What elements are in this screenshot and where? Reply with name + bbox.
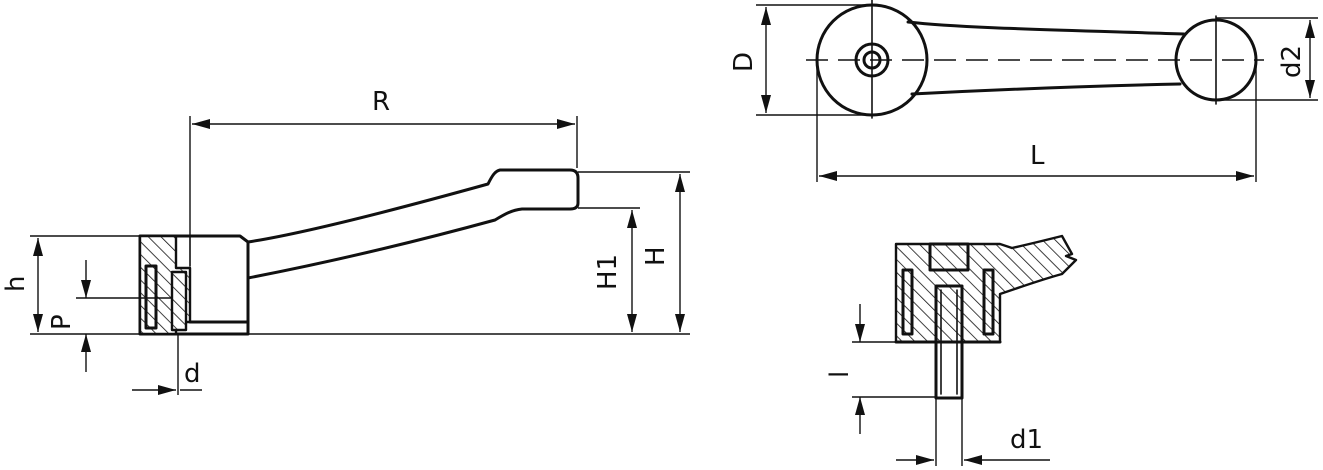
dimension-label-r: R xyxy=(372,87,390,117)
hub-slot xyxy=(144,264,158,330)
dimension-label-big-d: D xyxy=(729,52,759,72)
top-view: D d2 L xyxy=(729,0,1318,182)
dimension-label-d2: d2 xyxy=(1277,45,1307,78)
dimension-label-d1: d1 xyxy=(1010,425,1043,455)
dimension-label-big-h: H xyxy=(641,246,671,266)
dimension-label-h: h xyxy=(1,276,31,292)
dimension-label-big-l: L xyxy=(1030,141,1045,171)
insert-section xyxy=(170,270,188,332)
dimension-label-p: P xyxy=(47,314,77,330)
socket-recess xyxy=(928,242,970,272)
lever-arm xyxy=(246,168,580,280)
dimension-label-d: d xyxy=(184,359,201,389)
top-arm xyxy=(906,20,1186,96)
section-slot-right xyxy=(982,268,995,336)
dimension-label-h1: H1 xyxy=(593,254,623,290)
section-body xyxy=(894,234,1078,344)
dimension-label-small-l: l xyxy=(825,371,855,378)
section-slot-left xyxy=(901,268,914,336)
section-view: l d1 xyxy=(825,234,1078,466)
side-view: R h P d H1 H xyxy=(1,87,690,395)
